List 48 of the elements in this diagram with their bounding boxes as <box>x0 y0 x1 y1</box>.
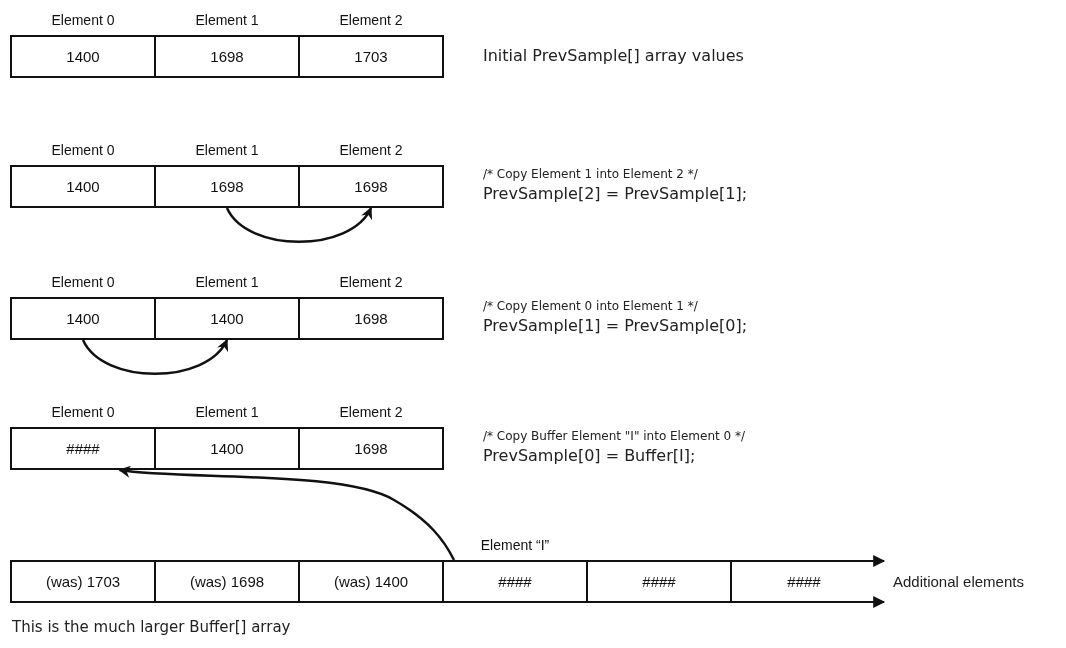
copy-arrow <box>118 465 456 561</box>
cell-value: 1400 <box>210 440 244 457</box>
cell-value: (was) 1698 <box>189 573 265 590</box>
element-heading: Element 2 <box>339 142 403 158</box>
element-heading: Element 1 <box>195 142 259 158</box>
cell-value: 1400 <box>66 310 100 327</box>
code-comment: /* Copy Element 1 into Element 2 */ <box>483 167 698 181</box>
caption-text: This is the much larger Buffer[] array <box>12 618 291 636</box>
copy-arrow <box>225 207 373 243</box>
cell-value: (was) 1400 <box>333 573 409 590</box>
array-cell <box>730 560 876 603</box>
element-heading: Element 1 <box>195 404 259 420</box>
caption-text: Additional elements <box>893 573 1024 590</box>
code-line: PrevSample[0] = Buffer[I]; <box>483 446 696 465</box>
array-cell <box>298 560 444 603</box>
cell-value: 1698 <box>354 178 388 195</box>
cell-value: 1400 <box>66 178 100 195</box>
element-heading: Element 2 <box>339 404 403 420</box>
code-line: PrevSample[2] = PrevSample[1]; <box>483 184 748 203</box>
element-heading: Element 2 <box>339 12 403 28</box>
code-line: PrevSample[1] = PrevSample[0]; <box>483 316 748 335</box>
cell-value: 1698 <box>210 178 244 195</box>
array-cell <box>586 560 732 603</box>
cell-value: #### <box>498 573 532 590</box>
cell-value: #### <box>787 573 821 590</box>
code-comment: /* Copy Buffer Element "I" into Element 0 */ <box>483 429 746 443</box>
cell-value: 1698 <box>210 48 244 65</box>
element-heading: Element 0 <box>51 12 115 28</box>
element-heading: Element 1 <box>195 274 259 290</box>
cell-value: #### <box>642 573 676 590</box>
cell-value: 1698 <box>354 310 388 327</box>
copy-arrow <box>81 339 229 375</box>
array-cell <box>10 560 156 603</box>
element-heading: Element “I” <box>480 537 550 553</box>
cell-value: 1400 <box>66 48 100 65</box>
code-comment: /* Copy Element 0 into Element 1 */ <box>483 299 698 313</box>
cell-value: #### <box>66 440 100 457</box>
element-heading: Element 0 <box>51 274 115 290</box>
cell-value: 1703 <box>354 48 388 65</box>
caption-text: Initial PrevSample[] array values <box>483 46 744 65</box>
cell-value: 1400 <box>210 310 244 327</box>
element-heading: Element 1 <box>195 12 259 28</box>
element-heading: Element 0 <box>51 404 115 420</box>
element-heading: Element 0 <box>51 142 115 158</box>
cell-value: 1698 <box>354 440 388 457</box>
element-heading: Element 2 <box>339 274 403 290</box>
cell-value: (was) 1703 <box>45 573 121 590</box>
array-cell <box>154 560 300 603</box>
